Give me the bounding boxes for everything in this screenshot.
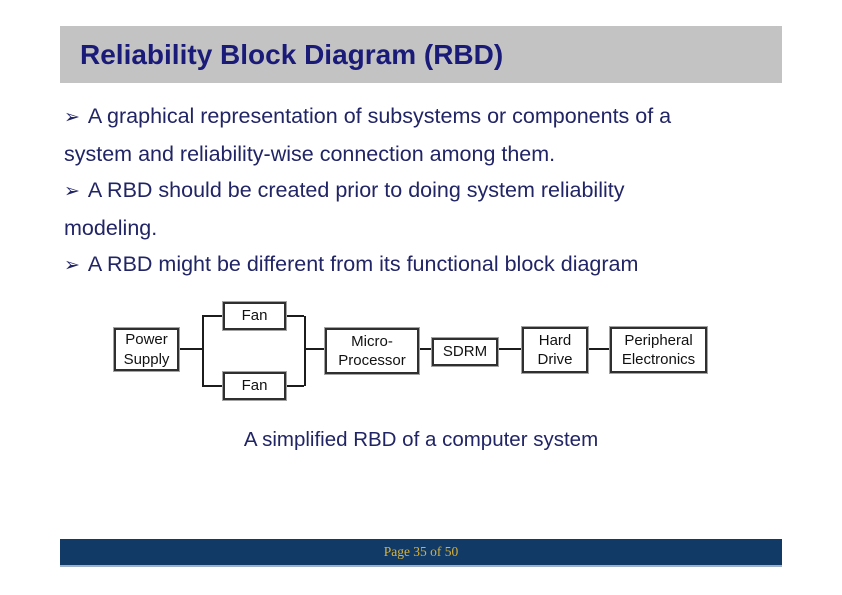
rbd-connector [304, 348, 325, 350]
bullet-arrow-icon: ➢ [64, 107, 80, 128]
title-bar: Reliability Block Diagram (RBD) [60, 26, 782, 83]
diagram-block-label: Peripheral [624, 331, 693, 349]
rbd-connector [202, 316, 204, 386]
bullet-1-line-1: modeling. [64, 216, 158, 240]
rbd-connector [286, 315, 304, 317]
diagram-block-label: Power [125, 331, 168, 349]
rbd-connector [286, 385, 304, 387]
rbd-connector [202, 385, 223, 387]
page-title: Reliability Block Diagram (RBD) [80, 38, 504, 70]
rbd-connector [498, 348, 522, 350]
rbd-connector [419, 348, 432, 350]
page-number-label: Page 35 of 50 [383, 544, 459, 559]
bullet-0-line-0: ➢A graphical representation of subsystem… [64, 104, 672, 128]
footer-bar: Page 35 of 50 [60, 539, 782, 567]
diagram-block-label: Micro- [351, 332, 393, 350]
diagram-block-label: Fan [241, 377, 268, 395]
diagram-block-fan-top: Fan [222, 301, 287, 331]
diagram-block-fan-bottom: Fan [222, 371, 287, 401]
diagram-block-label: SDRM [442, 343, 488, 361]
bullet-arrow-icon: ➢ [64, 181, 80, 202]
bullet-list: ➢A graphical representation of subsystem… [64, 98, 780, 284]
rbd-connector [202, 315, 223, 317]
diagram-block-micro-processor: Micro- Processor [324, 327, 420, 375]
diagram-block-label: Drive [537, 351, 573, 368]
diagram-block-label: Processor [338, 352, 406, 369]
diagram-block-sdrm: SDRM [431, 337, 499, 367]
rbd-connector [304, 316, 306, 386]
bullet-0-line-1: system and reliability-wise connection a… [64, 142, 556, 166]
diagram-caption: A simplified RBD of a computer system [243, 428, 599, 451]
diagram-block-label: Fan [241, 307, 268, 325]
rbd-connector [179, 348, 202, 350]
rbd-connector [588, 348, 610, 350]
diagram-block-label: Electronics [621, 351, 696, 368]
bullet-2-line-0: ➢A RBD might be different from its funct… [64, 252, 639, 276]
diagram-block-label: Hard [538, 331, 572, 349]
bullet-arrow-icon: ➢ [64, 255, 80, 276]
bullet-1-line-0: ➢A RBD should be created prior to doing … [64, 178, 625, 202]
diagram-block-label: Supply [123, 350, 170, 368]
